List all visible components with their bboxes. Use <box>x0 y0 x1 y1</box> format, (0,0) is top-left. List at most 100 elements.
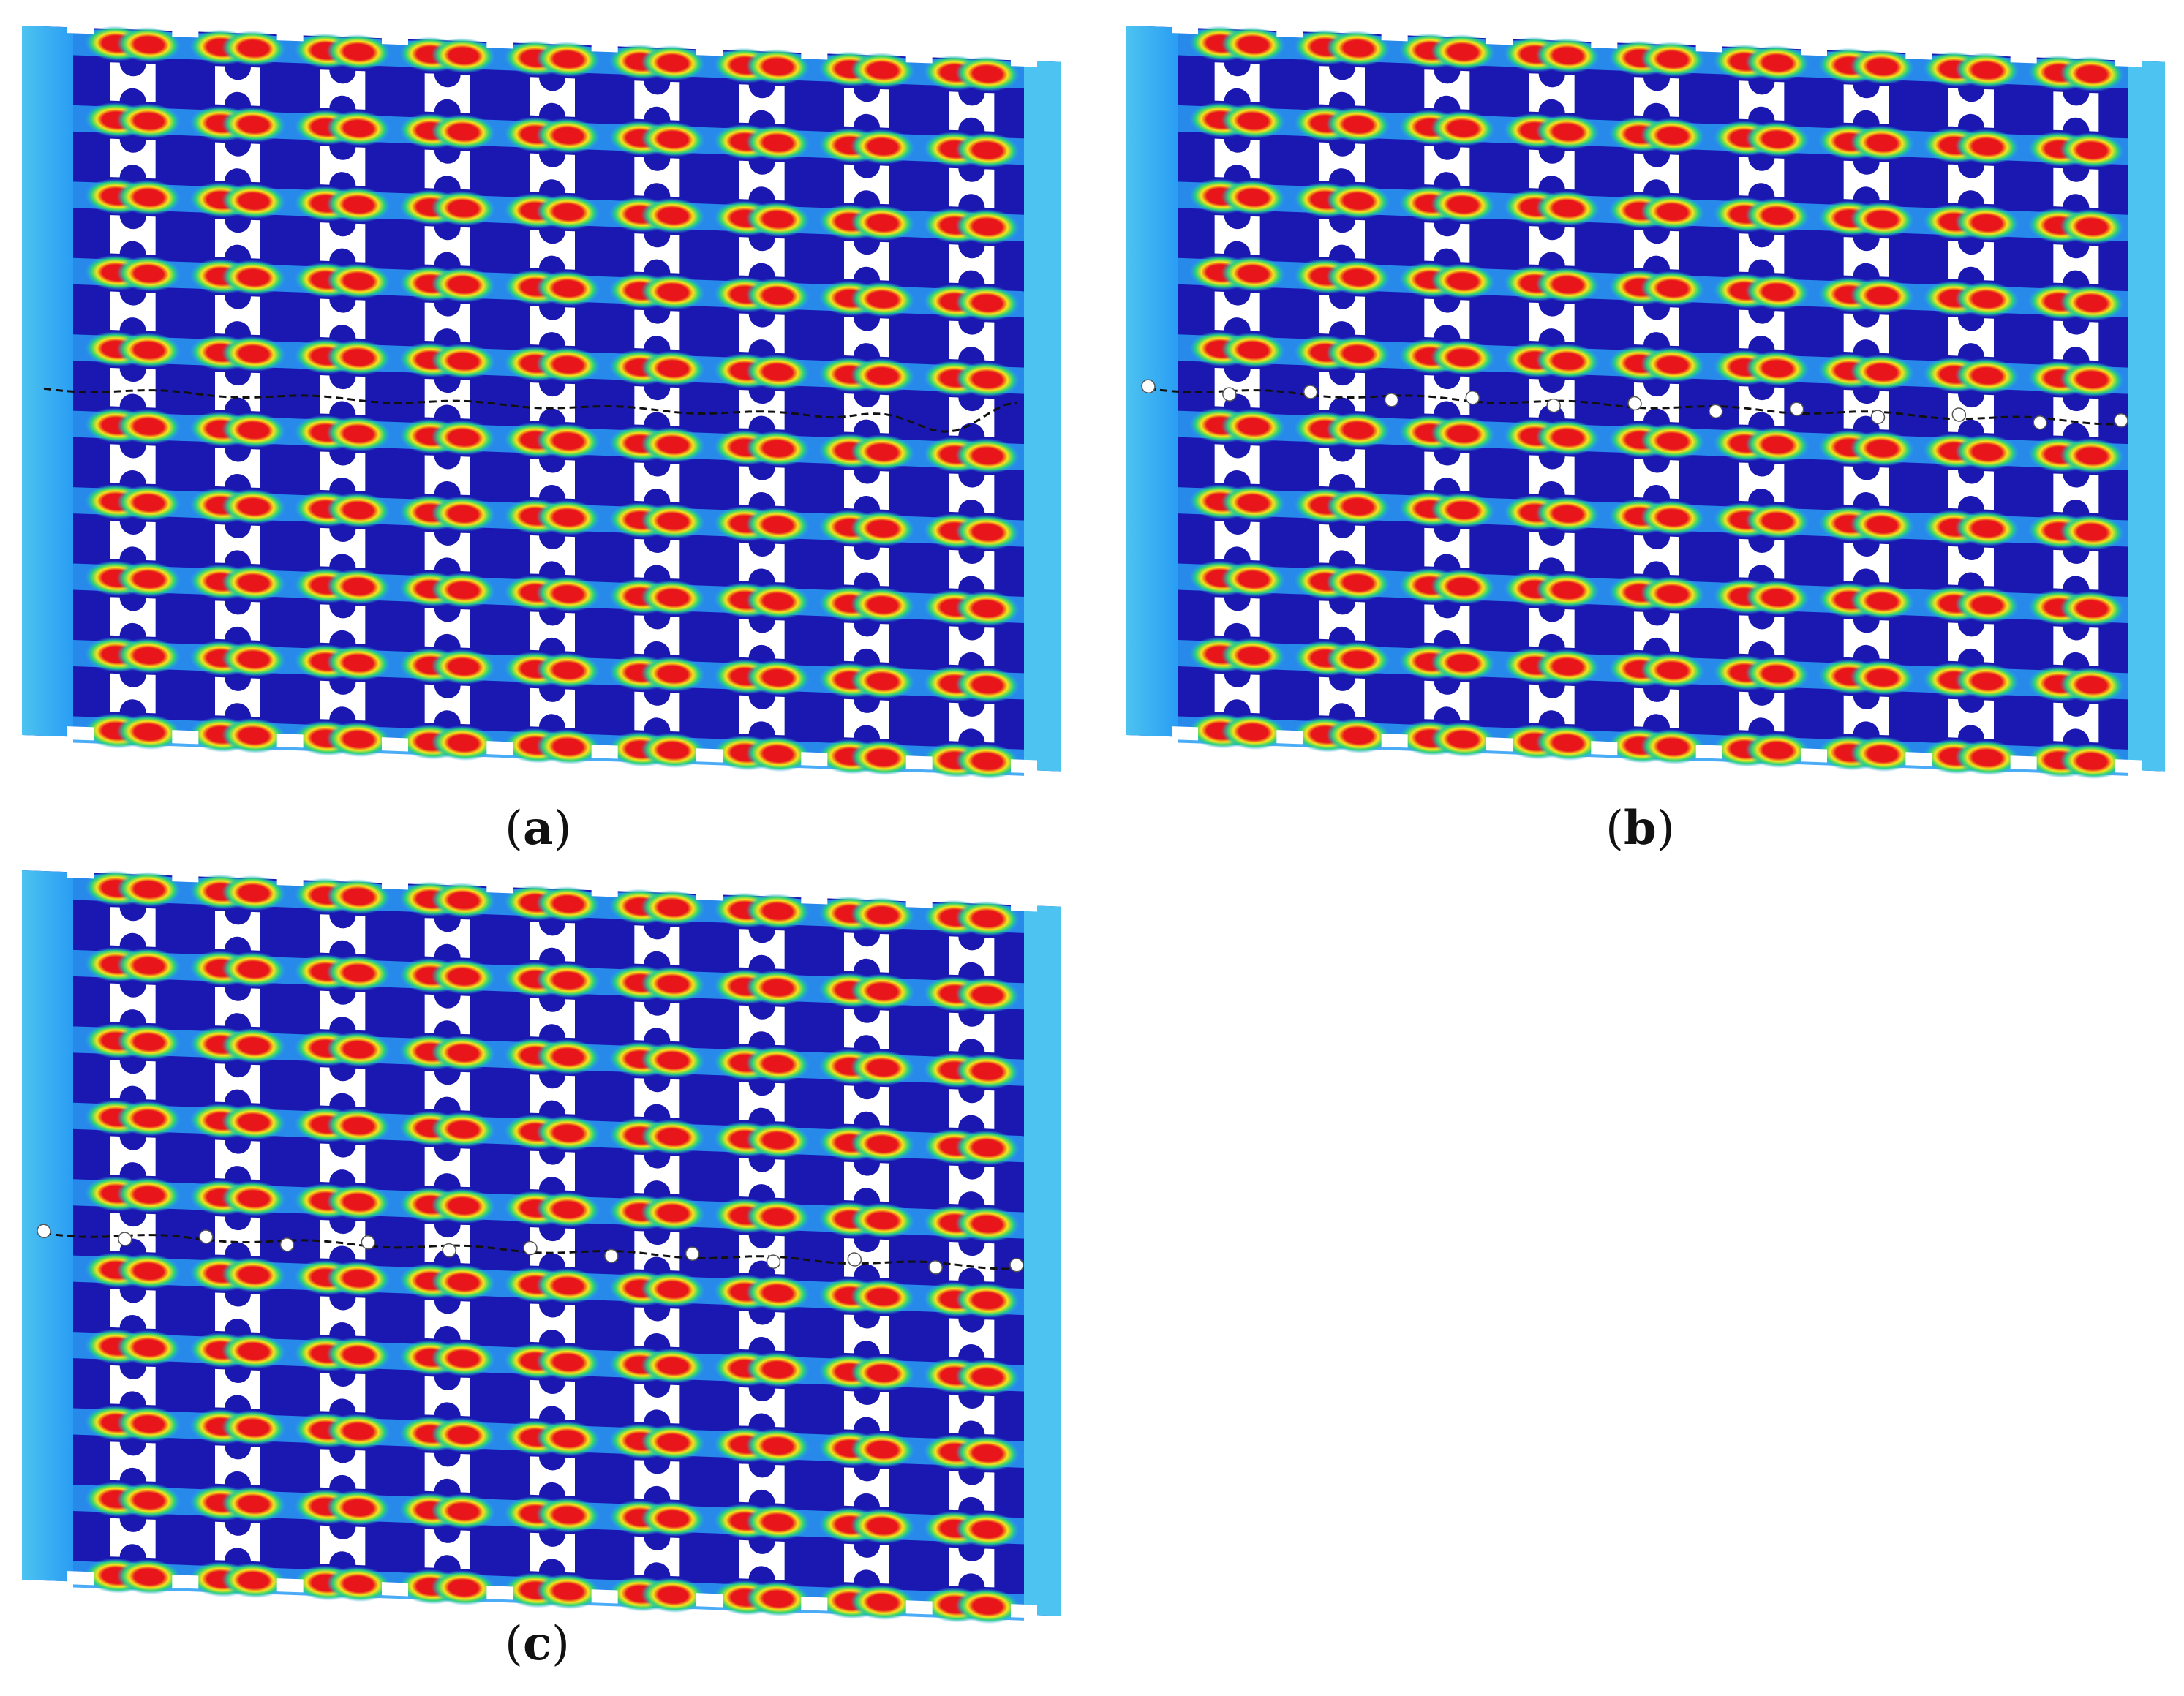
panel-b-hotspot <box>1955 282 2019 317</box>
panel-c-crack-node <box>442 1243 456 1258</box>
panel-a-hotspot <box>641 45 706 81</box>
panel-a-cell-void <box>215 676 260 717</box>
panel-b-hotspot <box>1431 492 1496 528</box>
panel-c-bottom-notch <box>382 1582 408 1597</box>
panel-a-hotspot <box>116 103 181 139</box>
panel-a-hotspot <box>745 278 810 314</box>
panel-b-hotspot <box>1641 194 1705 230</box>
panel-a-hotspot <box>851 434 915 470</box>
panel-b-cell-void <box>1634 306 1679 347</box>
caption-c: (c) <box>505 1616 570 1671</box>
panel-b-cell-void <box>1739 615 1785 655</box>
panel-c-cell-void <box>424 1147 470 1188</box>
panel-c-cell-void <box>634 1231 680 1271</box>
panel-a-hotspot <box>641 350 706 386</box>
panel-b-cell-void <box>1319 524 1365 565</box>
panel-a-hotspot <box>326 722 391 758</box>
panel-a-cell-void <box>739 542 785 583</box>
panel-c-top-notch <box>1011 900 1037 912</box>
panel-c-cell-void <box>739 1311 785 1352</box>
panel-a-cell-void <box>634 80 680 121</box>
panel-b-hotspot <box>2060 667 2125 703</box>
panel-c-hotspot <box>955 1053 1020 1090</box>
panel-a-hotspot <box>955 438 1020 474</box>
panel-a-hotspot <box>745 660 810 696</box>
panel-b-hotspot <box>1641 423 1705 459</box>
panel-c-crack-node <box>604 1248 619 1264</box>
panel-b-hotspot <box>1326 489 1390 524</box>
panel-b-bottom-notch <box>2010 755 2037 770</box>
panel-a-hotspot <box>851 358 915 393</box>
panel-c-crack-node <box>279 1237 295 1252</box>
panel-a-hotspot <box>326 569 391 605</box>
panel-b-cell-void <box>1214 62 1260 102</box>
panel-a-hotspot <box>326 34 391 70</box>
panel-b-cell-void <box>1529 73 1575 113</box>
panel-c-hotspot <box>222 1257 286 1293</box>
panel-a-hotspot <box>745 125 810 161</box>
panel-a-cell-void <box>530 153 575 194</box>
panel-a-cell-void <box>634 691 680 732</box>
panel-b-cell-void <box>1634 611 1679 652</box>
panel-c-hotspot <box>851 1126 915 1162</box>
panel-a-hotspot <box>431 649 496 685</box>
panel-c-hotspot <box>641 1501 706 1537</box>
panel-b-lattice <box>1126 23 2165 780</box>
panel-a-hotspot <box>326 263 391 299</box>
panel-c-hotspot <box>641 1425 706 1461</box>
panel-b-hotspot <box>1535 343 1600 379</box>
panel-b-cell-void <box>1948 241 1994 281</box>
panel-a-cell-void <box>320 298 366 339</box>
panel-a-hotspot <box>536 347 600 382</box>
panel-c-cell-void <box>634 925 680 965</box>
panel-a-hotspot <box>431 38 496 74</box>
panel-c-hotspot <box>745 1123 810 1158</box>
panel-c-hotspot <box>955 1206 1020 1242</box>
panel-c-hotspot <box>745 1581 810 1617</box>
panel-c-crack-node <box>928 1260 943 1275</box>
panel-c-cell-void <box>844 1009 889 1049</box>
panel-b-cell-void <box>1529 149 1575 190</box>
panel-b-hotspot <box>1745 733 1810 769</box>
panel-a-cell-void <box>949 244 995 284</box>
panel-b-hotspot <box>2060 514 2125 550</box>
panel-b-hotspot <box>1221 409 1286 445</box>
panel-a-cell-void <box>424 684 470 725</box>
panel-b-hotspot <box>1745 580 1810 616</box>
panel-c-cell-void <box>215 1521 260 1562</box>
panel-c-hotspot <box>431 1417 496 1453</box>
panel-c-hotspot <box>745 970 810 1006</box>
panel-c-hotspot <box>326 1108 391 1144</box>
panel-b-hotspot <box>1641 652 1705 688</box>
panel-b-bottom-notch <box>1801 748 1827 763</box>
panel-a-hotspot <box>536 729 600 765</box>
panel-b-cell-void <box>1424 69 1470 110</box>
panel-a-cell-void <box>530 230 575 270</box>
panel-c-bottom-notch <box>172 1575 199 1589</box>
panel-c-hotspot <box>851 1508 915 1544</box>
panel-a-cell-void <box>424 379 470 419</box>
panel-c-cell-void <box>110 1365 156 1406</box>
panel-b-hotspot <box>1745 427 1810 463</box>
panel-a-hotspot <box>116 256 181 292</box>
panel-b-hotspot <box>1326 412 1390 448</box>
panel-c-crack-node <box>685 1246 700 1261</box>
panel-a-hotspot <box>641 656 706 692</box>
panel-a-cell-void <box>424 531 470 572</box>
panel-c-hotspot <box>851 1202 915 1238</box>
panel-b-top-notch <box>1591 37 1618 49</box>
panel-b-cell-void <box>1529 684 1575 725</box>
panel-b-cell-void <box>1739 386 1785 426</box>
panel-a-bottom-notch <box>486 741 513 755</box>
panel-b-hotspot <box>1221 638 1286 674</box>
panel-a-hotspot <box>536 576 600 612</box>
panel-b-cell-void <box>1529 455 1575 496</box>
panel-a-top-notch <box>276 30 304 42</box>
panel-c-top-notch <box>67 867 94 879</box>
panel-c-cell-void <box>844 1390 889 1431</box>
panel-c-top-notch <box>591 886 618 897</box>
panel-c-bottom-notch <box>905 1600 933 1615</box>
panel-a-hotspot <box>222 336 286 372</box>
panel-b-cell-void <box>1634 535 1679 576</box>
panel-a-cell-void <box>110 138 156 179</box>
